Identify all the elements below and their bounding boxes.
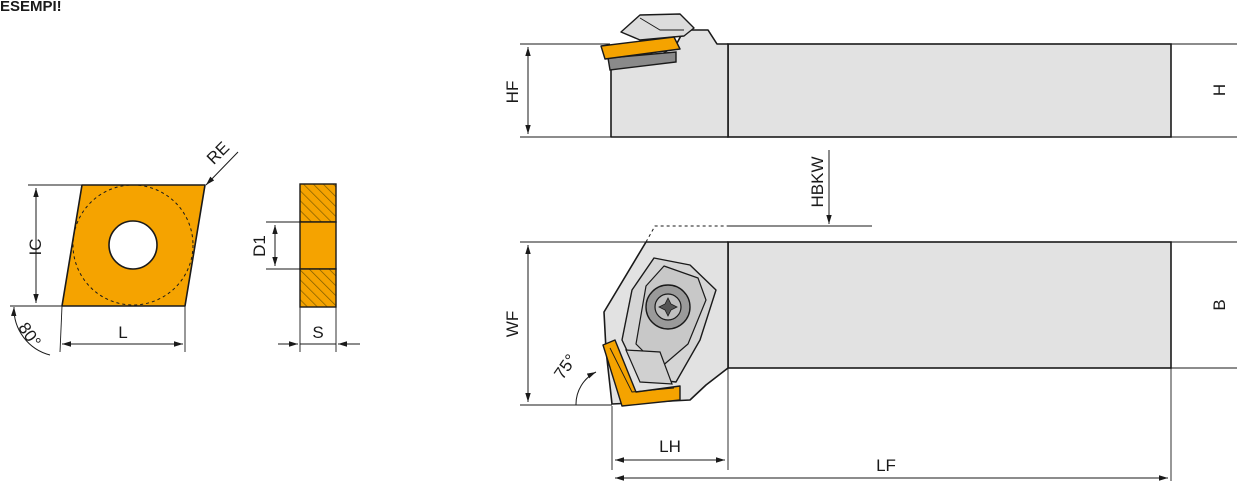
- d1-label: D1: [250, 235, 269, 257]
- hbkw-label: HBKW: [808, 157, 827, 208]
- ic-label: IC: [26, 239, 45, 256]
- angle-80-label: 80°: [14, 319, 44, 351]
- insert-hole: [108, 220, 158, 270]
- lf-label: LF: [876, 456, 896, 475]
- insert-side-view: D1 S: [250, 183, 360, 352]
- hf-label: HF: [503, 81, 522, 104]
- lh-label: LH: [659, 437, 681, 456]
- s-label: S: [312, 323, 323, 342]
- holder-top-view: WF B 75° LH LF: [503, 225, 1237, 481]
- page-title: ESEMPI!: [0, 0, 62, 15]
- l-label: L: [118, 323, 127, 342]
- b-label: B: [1210, 299, 1229, 310]
- insert-top-view: IC L 80° RE: [10, 138, 239, 356]
- h-label: H: [1210, 84, 1229, 96]
- inscribed-circle: [72, 184, 194, 306]
- angle-75-label: 75°: [550, 351, 580, 383]
- wf-label: WF: [503, 311, 522, 337]
- holder-side-view: HF H HBKW: [503, 13, 1237, 258]
- re-label: RE: [203, 138, 233, 168]
